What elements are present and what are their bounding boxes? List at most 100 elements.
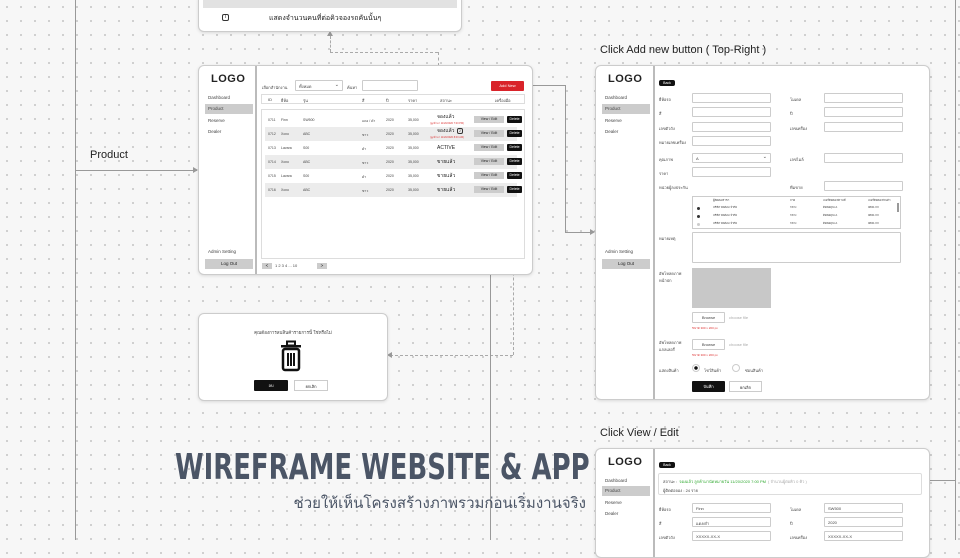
form-input[interactable] — [824, 181, 903, 191]
cell-color: แดง / ดำ — [362, 119, 376, 123]
form-input[interactable] — [824, 153, 903, 163]
sidebar-item-dealer[interactable]: Dealer — [208, 129, 222, 134]
cell-color: ขาว — [362, 133, 369, 137]
status-note: (ลูกค้ามา 11/20/2020 8:00 AM) — [430, 135, 464, 139]
sidebar-item-dashboard[interactable]: Dashboard — [605, 95, 628, 100]
mini-cell: กลาง — [790, 205, 797, 209]
table-header: ID ยี่ห้อ รุ่น สี ปี ราคา สถานะ เครื่องม… — [261, 94, 525, 104]
radio-dot[interactable] — [697, 223, 700, 226]
sidebar-item-admin-setting[interactable]: Admin Setting — [208, 249, 237, 254]
delete-button[interactable]: Delete — [507, 172, 522, 179]
column-header: สี — [362, 98, 365, 103]
grade-select[interactable]: A⌄ — [692, 153, 771, 163]
form-input[interactable] — [692, 122, 771, 132]
queue-badge: 2 — [457, 128, 463, 134]
view-edit-button[interactable]: View / Edit — [474, 158, 504, 165]
display-label: แสดงสินค้า — [659, 368, 679, 373]
connector-line — [438, 52, 439, 66]
search-input[interactable] — [362, 80, 418, 91]
delete-button[interactable]: Delete — [507, 116, 522, 123]
delete-button[interactable]: Delete — [507, 130, 522, 137]
back-button[interactable]: Back — [659, 80, 675, 86]
field-label: สี — [659, 111, 662, 116]
cell-id: 0715 — [268, 174, 276, 178]
cancel-button[interactable]: ยกเลิก — [729, 381, 762, 392]
form-input[interactable]: SW500 — [824, 503, 903, 513]
back-button[interactable]: Back — [659, 462, 675, 468]
view-edit-button[interactable]: View / Edit — [474, 172, 504, 179]
cell-color: ดำ — [362, 147, 367, 151]
logout-button[interactable]: Log Out — [205, 259, 253, 269]
sidebar-item-dealer[interactable]: Dealer — [605, 129, 619, 134]
sidebar-item-product[interactable]: Product — [205, 104, 253, 114]
view-edit-button[interactable]: View / Edit — [474, 186, 504, 193]
office-select[interactable]: ทั้งหมด⌄ — [295, 80, 343, 91]
radio-dot[interactable] — [697, 207, 700, 210]
sidebar-item-reserve[interactable]: Reserve — [605, 500, 622, 505]
sidebar-item-reserve[interactable]: Reserve — [208, 118, 225, 123]
view-edit-button[interactable]: View / Edit — [474, 116, 504, 123]
mini-cell: บริษัท ทดสอบ จำกัด — [713, 221, 738, 225]
sidebar-item-admin-setting[interactable]: Admin Setting — [605, 249, 634, 254]
sidebar-item-product[interactable]: Product — [602, 486, 650, 496]
cancel-delete-button[interactable]: ยกเลิก — [294, 380, 328, 391]
cell-brand: Finn — [281, 118, 288, 122]
sidebar-item-dealer[interactable]: Dealer — [605, 511, 619, 516]
field-label: เลขเครื่อง — [790, 126, 808, 131]
column-header: ราคา — [408, 98, 418, 103]
delete-button[interactable]: Delete — [507, 144, 522, 151]
browse-button[interactable]: Browse — [692, 312, 725, 323]
insurer-table[interactable]: ผู้ติดต่อ/สาขาภาคเบอร์ติดต่อ/สถานที่เบอร… — [692, 196, 901, 229]
delete-button[interactable]: Delete — [507, 186, 522, 193]
connector-line — [490, 193, 491, 540]
mini-cell: ติดต่อคุณ A — [823, 213, 838, 217]
status-text: ขายแล้ว — [437, 173, 456, 179]
browse-button[interactable]: Browse — [692, 339, 725, 350]
form-input[interactable]: Finn — [692, 503, 771, 513]
form-input[interactable] — [692, 93, 771, 103]
next-page-button[interactable]: > — [317, 263, 327, 269]
form-input[interactable] — [824, 93, 903, 103]
confirm-delete-button[interactable]: ลบ — [254, 380, 288, 391]
filter-label: เลือกสำนักงาน — [262, 85, 288, 90]
prev-page-button[interactable]: < — [262, 263, 272, 269]
field-label: เลขตัวถัง — [659, 126, 675, 131]
view-edit-button[interactable]: View / Edit — [474, 144, 504, 151]
sidebar-item-reserve[interactable]: Reserve — [605, 118, 622, 123]
add-new-button[interactable]: Add New — [491, 81, 524, 91]
sidebar-item-dashboard[interactable]: Dashboard — [208, 95, 231, 100]
form-input[interactable] — [692, 167, 771, 177]
cell-brand: Lavara — [281, 174, 292, 178]
form-input[interactable] — [824, 122, 903, 132]
trash-icon — [281, 340, 301, 372]
sidebar-item-dashboard[interactable]: Dashboard — [605, 478, 628, 483]
connector-line — [565, 232, 593, 233]
annotation-add-new: Click Add new button ( Top-Right ) — [600, 44, 767, 56]
note-textarea[interactable] — [692, 232, 901, 263]
sidebar-item-product[interactable]: Product — [602, 104, 650, 114]
scrollbar[interactable] — [897, 203, 899, 212]
mini-header: เบอร์ติดต่อ/สถานที่ — [823, 198, 846, 202]
logout-button[interactable]: Log Out — [602, 259, 650, 269]
cell-color: ขาว — [362, 161, 369, 165]
radio-hide[interactable] — [732, 364, 740, 372]
connector-line — [523, 85, 565, 86]
delete-button[interactable]: Delete — [507, 158, 522, 165]
size-note: ขนาด 300 x 200 px — [692, 353, 718, 357]
form-input[interactable]: 2020 — [824, 517, 903, 527]
form-input[interactable]: แดง/ดำ — [692, 517, 771, 527]
radio-show[interactable] — [692, 364, 700, 372]
form-input[interactable] — [692, 107, 771, 117]
page-numbers[interactable]: 1 2 3 4 ... 10 — [275, 263, 298, 268]
radio-dot[interactable] — [697, 215, 700, 218]
form-input[interactable] — [824, 107, 903, 117]
form-input[interactable] — [692, 136, 771, 146]
view-edit-button[interactable]: View / Edit — [474, 130, 504, 137]
column-header: ยี่ห้อ — [281, 98, 289, 103]
queue-count: ผู้ติดต่อจอง : 24 ราย — [663, 488, 698, 493]
main-title: WIREFRAME WEBSITE & APP — [175, 447, 590, 488]
save-button[interactable]: บันทึก — [692, 381, 725, 392]
